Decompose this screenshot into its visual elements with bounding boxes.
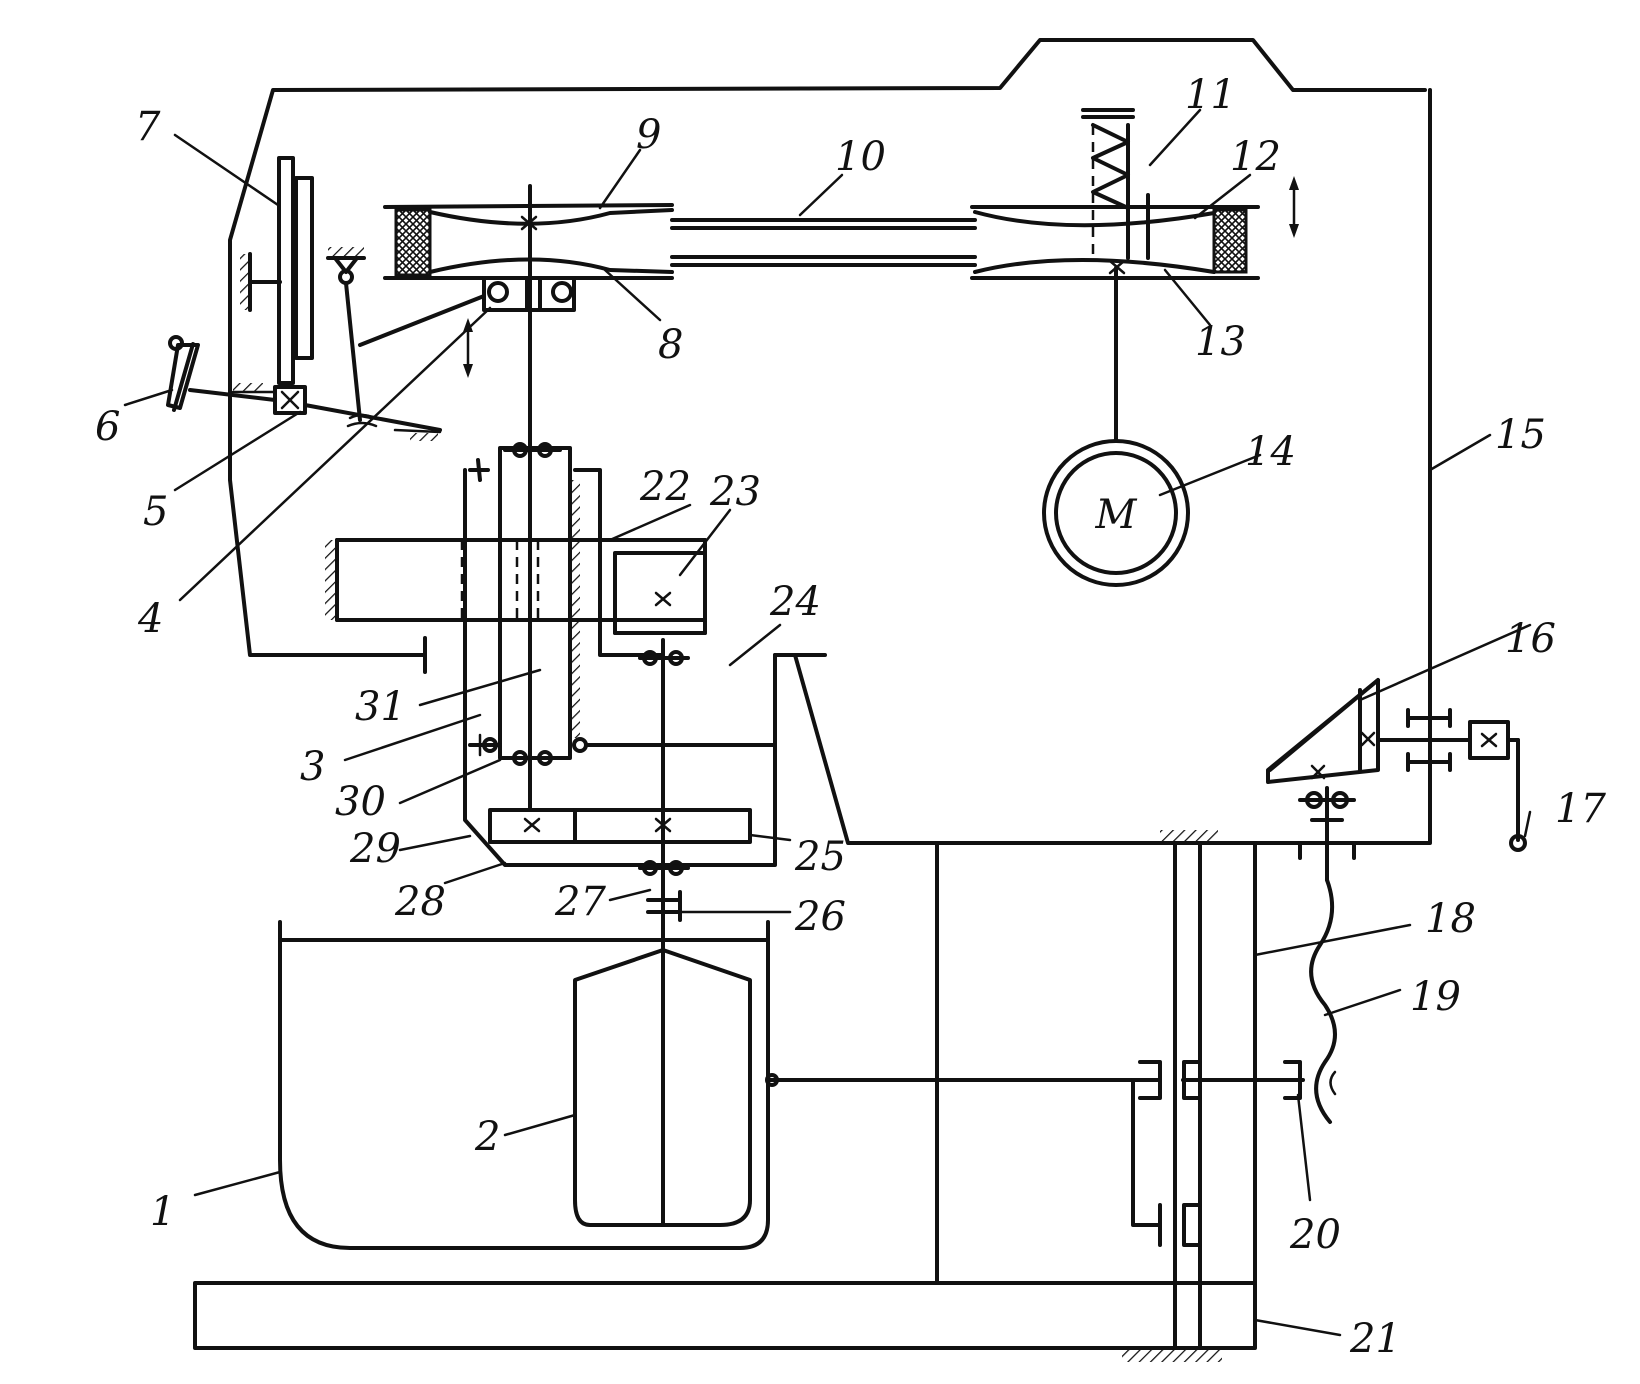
- label-15: 15: [1495, 412, 1546, 458]
- label-7: 7: [135, 104, 161, 150]
- label-17: 17: [1555, 786, 1606, 832]
- agitator-basket: [573, 948, 752, 1227]
- tank-and-agitator: [278, 920, 770, 1250]
- label-2: 2: [474, 1114, 500, 1160]
- label-5: 5: [143, 489, 168, 535]
- leader-lines: [123, 108, 1532, 1337]
- spindle-shaft: [528, 184, 665, 1222]
- base-and-column: [193, 830, 1305, 1362]
- label-18: 18: [1425, 896, 1476, 942]
- gear-housing: [460, 442, 777, 867]
- label-29: 29: [349, 826, 401, 872]
- label-12: 12: [1230, 134, 1281, 180]
- label-1: 1: [150, 1189, 175, 1235]
- label-24: 24: [769, 579, 821, 625]
- crossbeam: [325, 538, 707, 666]
- label-23: 23: [709, 469, 761, 515]
- motor-symbol: M: [1095, 492, 1138, 538]
- label-16: 16: [1505, 616, 1556, 662]
- label-25: 25: [794, 834, 846, 880]
- housing-frame: [228, 38, 1432, 845]
- label-20: 20: [1289, 1212, 1341, 1258]
- handle-lever: [172, 342, 195, 412]
- label-19: 19: [1410, 974, 1461, 1020]
- label-6: 6: [95, 404, 120, 450]
- label-4: 4: [137, 596, 163, 642]
- label-3: 3: [300, 744, 325, 790]
- lifting-mechanism: [1266, 678, 1527, 1124]
- label-26: 26: [794, 894, 846, 940]
- spring: [1091, 123, 1130, 210]
- label-9: 9: [636, 112, 661, 158]
- gear-pair: [488, 808, 752, 922]
- lever-linkage: [166, 156, 486, 441]
- lead-screw: [1309, 878, 1337, 1124]
- label-28: 28: [394, 879, 446, 925]
- label-8: 8: [658, 322, 683, 368]
- label-31: 31: [355, 684, 406, 730]
- callout-labels: 7 6 5 4 9 10 8 11 12 13 14 15 16 17 18 1…: [95, 72, 1606, 1362]
- label-27: 27: [554, 879, 606, 925]
- label-10: 10: [835, 134, 886, 180]
- label-13: 13: [1195, 319, 1246, 365]
- label-22: 22: [639, 464, 691, 510]
- label-11: 11: [1185, 72, 1236, 118]
- electric-motor: M: [1042, 266, 1190, 587]
- label-30: 30: [335, 779, 386, 825]
- label-21: 21: [1349, 1316, 1401, 1362]
- label-14: 14: [1245, 429, 1296, 475]
